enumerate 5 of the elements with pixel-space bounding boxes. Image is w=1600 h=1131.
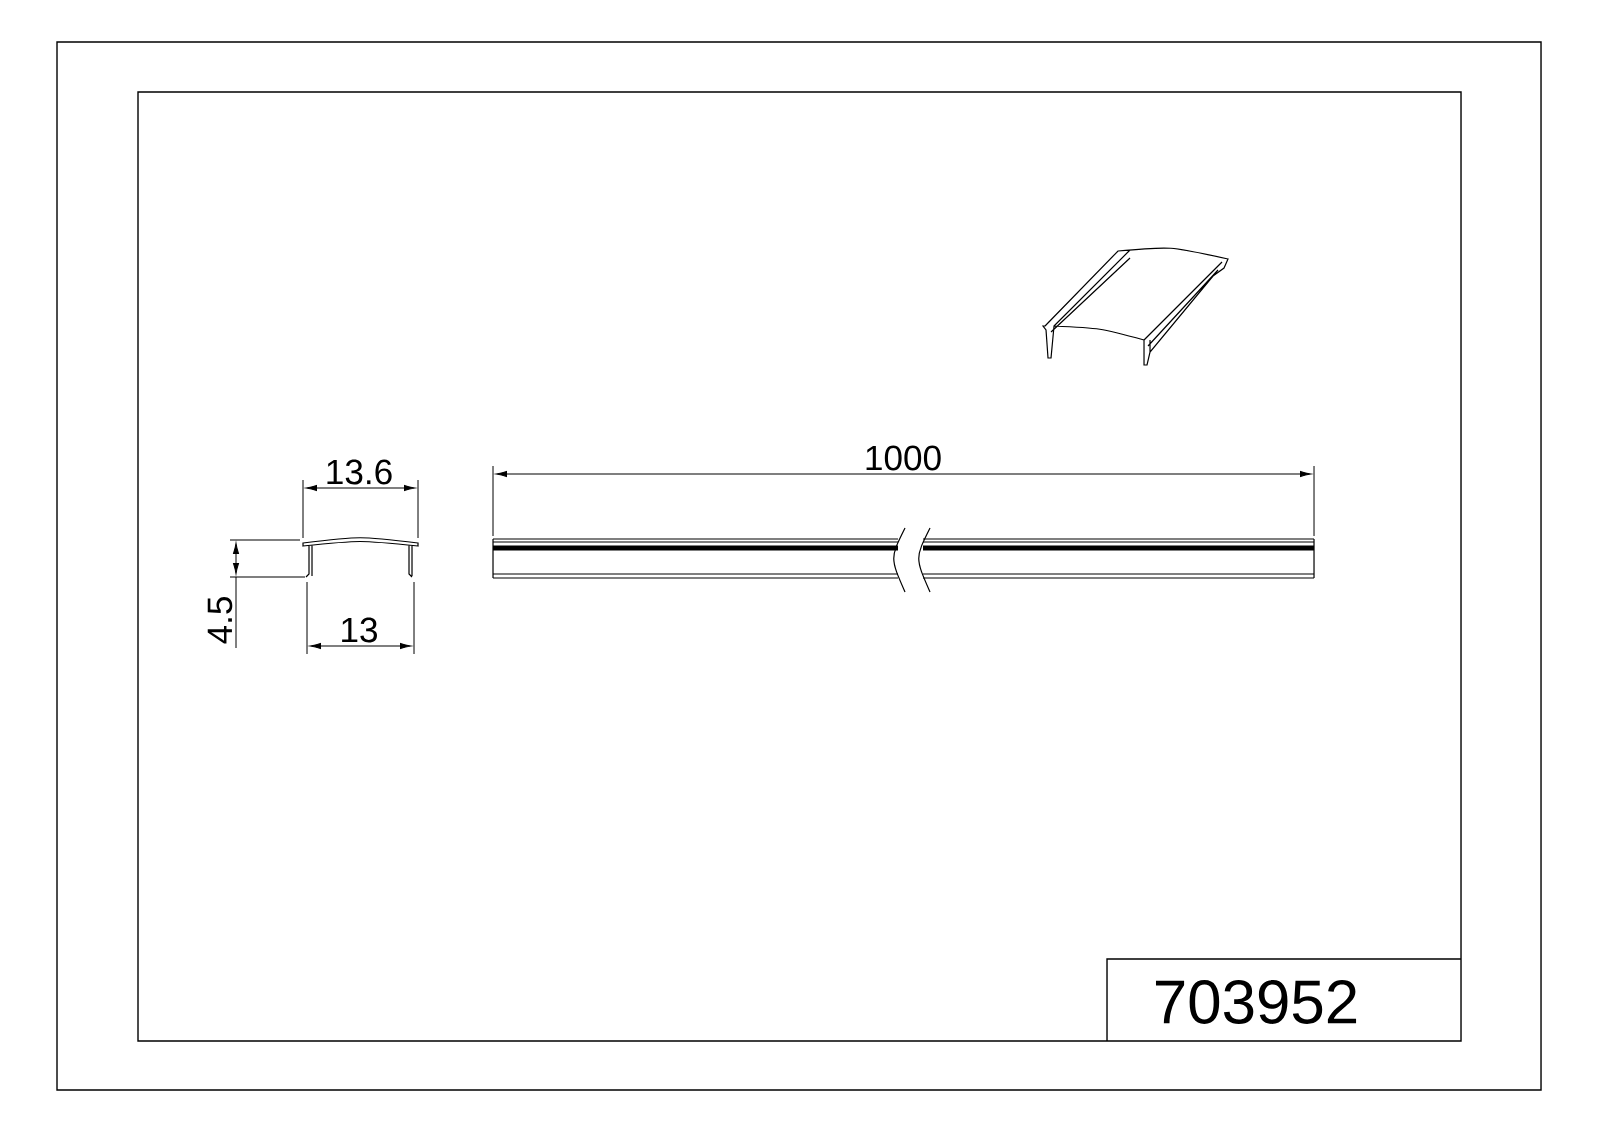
part-number: 703952 <box>1156 980 1357 1024</box>
dimension-label: 4.5 <box>207 597 233 644</box>
dimension-label: 13.6 <box>327 459 392 485</box>
dimension-label: 13 <box>342 617 377 643</box>
dimension-label: 1000 <box>866 445 941 471</box>
